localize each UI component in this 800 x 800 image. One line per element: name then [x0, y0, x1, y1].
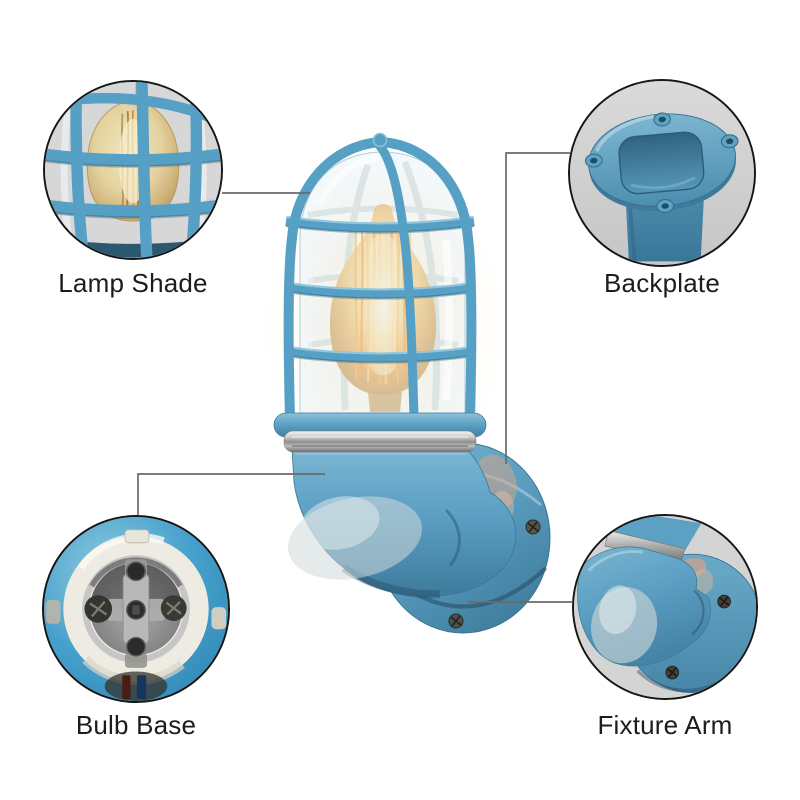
label-backplate: Backplate — [604, 268, 720, 298]
plate-screw-bottom — [448, 613, 464, 629]
inset-backplate — [568, 79, 756, 267]
fixture-arm-screws — [665, 594, 731, 680]
backplate-screw-holes — [584, 112, 739, 214]
label-fixture-arm: Fixture Arm — [597, 710, 733, 740]
label-bulb-base: Bulb Base — [75, 710, 197, 740]
glass-shade — [299, 151, 466, 414]
plate-screw-top — [525, 519, 541, 535]
lamp-shade-detail-image — [45, 82, 221, 258]
fixture-arm-detail-image — [574, 516, 756, 698]
chrome-ring — [283, 430, 477, 453]
bulb-base-detail-image — [44, 517, 228, 701]
backplate-detail-image — [570, 81, 754, 265]
label-lamp-shade: Lamp Shade — [58, 268, 208, 298]
socket-contacts — [84, 595, 187, 623]
inset-lamp-shade — [43, 80, 223, 260]
socket-screw-bottom — [126, 636, 146, 657]
inset-bulb-base — [42, 515, 230, 703]
lamp-photo — [263, 132, 551, 634]
wire-red — [122, 675, 131, 700]
inset-fixture-arm — [572, 514, 758, 700]
wire-blue — [136, 675, 147, 700]
socket-screw-top — [126, 561, 146, 582]
cage-front — [283, 132, 477, 419]
fixture-arm-housing — [287, 448, 517, 599]
